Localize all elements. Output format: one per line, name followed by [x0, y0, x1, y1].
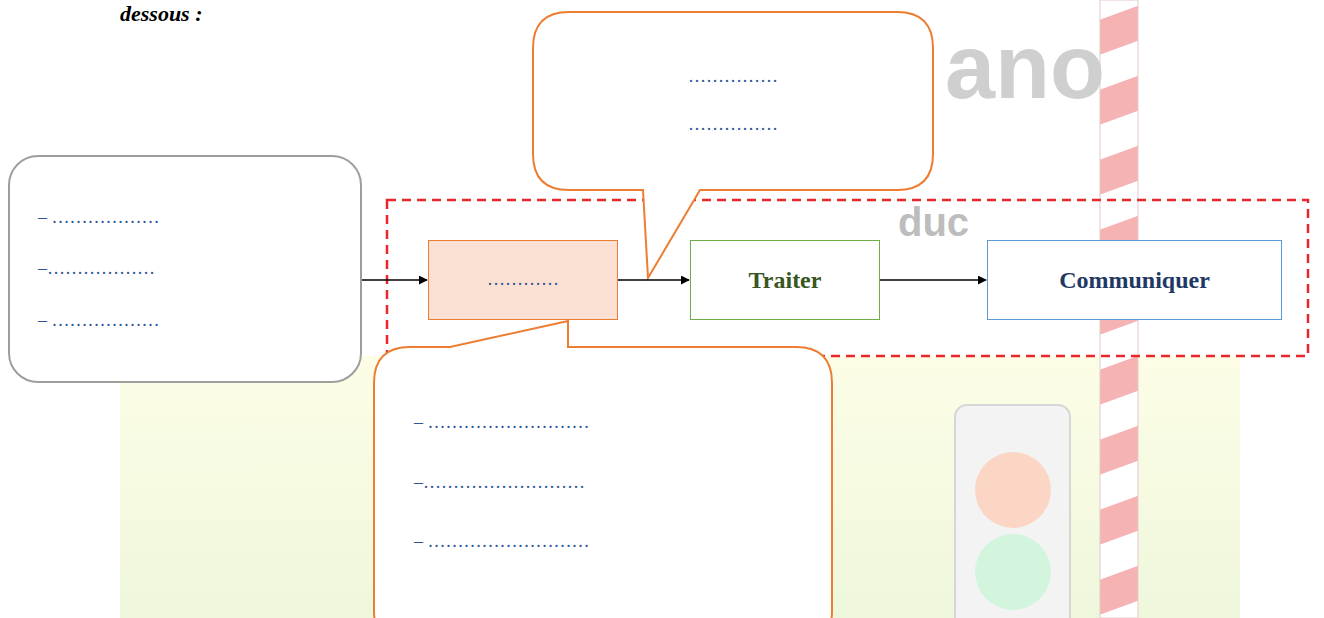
process-box: ………… [428, 240, 618, 320]
traffic-light [955, 405, 1070, 618]
section-heading: dessous : [120, 2, 203, 26]
callout-outline [374, 321, 832, 618]
watermark: duc [898, 200, 969, 244]
flow-arrow [618, 279, 689, 281]
node-text: …………… [688, 114, 778, 136]
callout-bubble: …………… …………… [533, 12, 933, 190]
node-text: …………… [688, 66, 778, 88]
node-text: – ……………………… [414, 531, 590, 553]
flow-arrow [880, 279, 986, 281]
node-text: – ……………… [38, 310, 160, 332]
node-text: – ……………… [38, 207, 160, 229]
node-text: Communiquer [1059, 266, 1210, 295]
node-text: – ……………………… [414, 412, 590, 434]
node-text: ………… [487, 269, 559, 291]
flow-arrow [362, 279, 427, 281]
process-box: Traiter [690, 240, 880, 320]
callout-outline [533, 12, 933, 278]
callout-bubble: – ……………………… –……………………… – ……………………… [374, 347, 832, 618]
node-text: –……………… [38, 258, 155, 280]
process-box: Communiquer [987, 240, 1282, 320]
node-text: –……………………… [414, 472, 585, 494]
input-box: – ……………… –……………… – ……………… [8, 155, 362, 383]
green-lamp [975, 534, 1051, 610]
watermark: ano [945, 18, 1105, 117]
orange-lamp [975, 452, 1051, 528]
node-text: Traiter [749, 266, 822, 295]
